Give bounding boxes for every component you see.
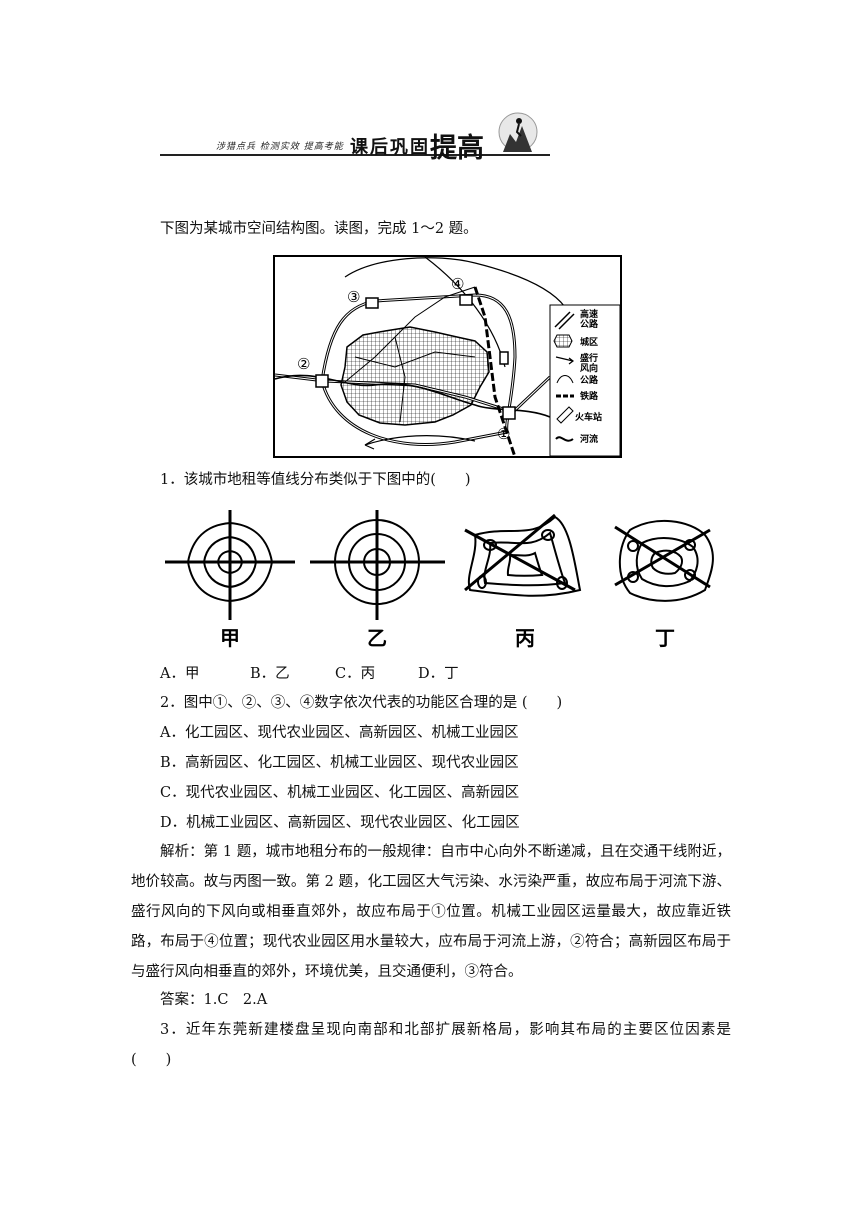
banner-title-big: 提高: [430, 133, 484, 164]
svg-text:铁路: 铁路: [580, 390, 599, 402]
highway-icon: [554, 311, 575, 330]
banner-slogan: 涉猎点兵 检测实效 提高考能: [216, 142, 344, 152]
label-jia: 甲: [220, 626, 240, 650]
marker-3: ③: [347, 288, 360, 306]
contour-yi: [310, 510, 445, 620]
question-3-block: 3．近年东莞新建楼盘呈现向南部和北部扩展新格局，影响其布局的主要区位因素是( ): [131, 1015, 731, 1075]
question-1: 1．该城市地租等值线分布类似于下图中的( ): [160, 472, 471, 488]
q2-option-d: D．机械工业园区、高新园区、现代农业园区、化工园区: [160, 815, 520, 831]
contour-bing: [464, 513, 582, 597]
q1-option-a: A．甲: [160, 666, 200, 682]
question-3: 3．近年东莞新建楼盘呈现向南部和北部扩展新格局，影响其布局的主要区位因素是( ): [131, 1022, 731, 1068]
svg-text:高速: 高速: [580, 308, 598, 320]
city-structure-map: ③ ④ ② ① 高速 公路 城区 盛行 风向 公路 铁路 火车站 河流: [273, 255, 622, 458]
railway: [473, 286, 517, 458]
q1-option-c: C．丙: [335, 666, 376, 682]
svg-text:火车站: 火车站: [575, 411, 602, 423]
analysis-text: 解析：第 1 题，城市地租分布的一般规律：自市中心向外不断递减，且在交通干线附近…: [131, 844, 731, 980]
q2-option-b: B．高新园区、化工园区、机械工业园区、现代农业园区: [160, 755, 519, 771]
marker-1: ①: [497, 425, 510, 443]
section-banner: 涉猎点兵 检测实效 提高考能 课后巩固 提高: [160, 112, 550, 165]
urban-area: [340, 326, 490, 426]
marker-2: ②: [297, 355, 310, 373]
svg-text:风向: 风向: [580, 362, 598, 374]
banner-title-small: 课后巩固: [350, 136, 430, 158]
svg-text:城区: 城区: [580, 336, 598, 348]
wind-direction-icon: [555, 356, 574, 365]
map-drawing: ③ ④ ② ① 高速 公路 城区 盛行 风向 公路 铁路 火车站 河流: [274, 256, 621, 458]
analysis-paragraph: 解析：第 1 题，城市地租分布的一般规律：自市中心向外不断递减，且在交通干线附近…: [131, 837, 731, 987]
svg-text:公路: 公路: [580, 318, 599, 330]
label-bing: 丙: [515, 626, 535, 650]
land-rent-contour-figures: 甲 乙 丙 丁: [165, 510, 714, 650]
contour-ding: [614, 519, 714, 602]
river-icon: [555, 436, 574, 442]
q1-option-d: D．丁: [418, 666, 459, 682]
question-intro: 下图为某城市空间结构图。读图，完成 1～2 题。: [160, 221, 478, 237]
svg-text:河流: 河流: [580, 433, 598, 445]
q2-option-a: A．化工园区、现代农业园区、高新园区、机械工业园区: [160, 725, 519, 741]
train-station-icon: [556, 406, 574, 424]
climber-icon: [498, 112, 538, 152]
urban-area-icon: [553, 334, 573, 348]
contour-jia: [165, 510, 295, 620]
wind-arrow: [364, 435, 476, 446]
marker-4: ④: [451, 275, 464, 293]
answer-line: 答案：1.C 2.A: [160, 992, 268, 1008]
svg-text:公路: 公路: [580, 374, 599, 386]
question-2: 2．图中①、②、③、④数字依次代表的功能区合理的是 ( ): [160, 695, 563, 711]
map-legend: 高速 公路 城区 盛行 风向 公路 铁路 火车站 河流: [549, 304, 621, 457]
q1-option-b: B．乙: [250, 666, 290, 682]
label-yi: 乙: [367, 626, 387, 650]
banner-rule: [160, 154, 550, 156]
q2-option-c: C．现代农业园区、机械工业园区、化工园区、高新园区: [160, 785, 520, 801]
label-ding: 丁: [655, 626, 675, 650]
svg-text:盛行: 盛行: [580, 352, 598, 364]
road-icon: [556, 375, 574, 384]
banner-title: 课后巩固 提高: [350, 126, 484, 165]
